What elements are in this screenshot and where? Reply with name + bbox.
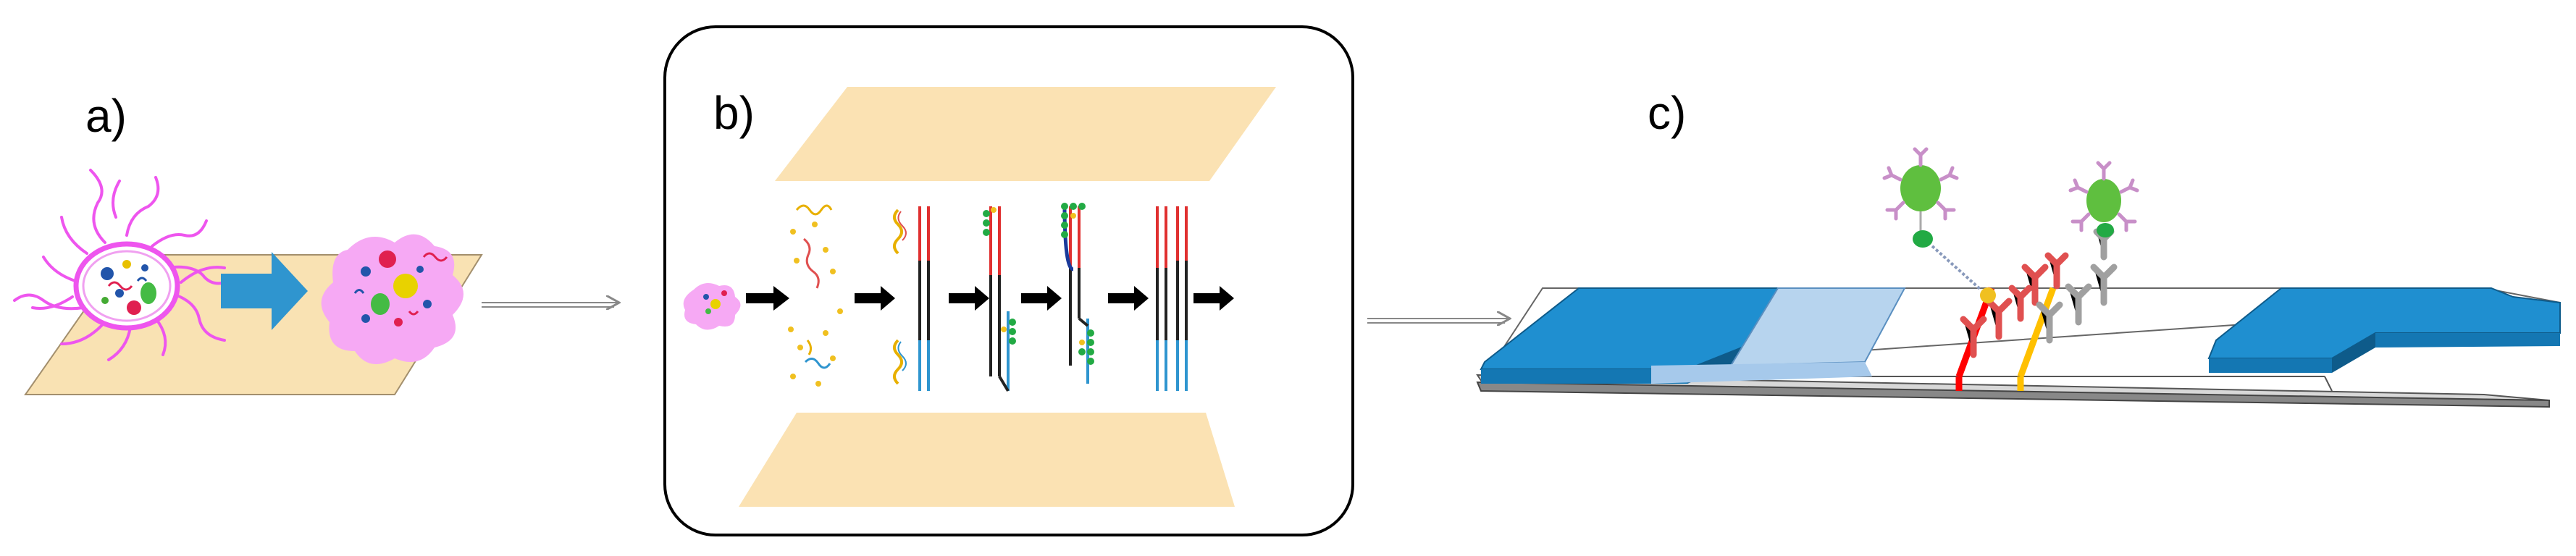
slide-top [775,87,1276,181]
step-arrow-1 [746,286,789,311]
step-arrow-4 [1021,286,1062,311]
panel-a: a) [13,90,483,395]
panel-a-label: a) [85,90,127,142]
target-molecule [1980,287,1996,303]
lysis-arrow-icon [221,252,308,330]
nanoparticle-icon [1882,147,1982,291]
released-dna-icon [788,204,843,387]
small-lysate-icon [683,283,741,330]
control-line [2017,287,2057,378]
step-arrow-6 [1193,286,1234,311]
step-arrow-5 [1108,286,1149,311]
panel-b: b) [663,25,1354,536]
step-arrow-2 [855,286,895,311]
lateral-flow-strip [1476,287,2561,408]
lysate-icon [321,234,463,364]
panel-c: c) [1476,87,2561,408]
panel-c-label: c) [1648,87,1686,139]
step-arrow-3 [949,286,989,311]
slide-bottom [739,413,1235,507]
panel-b-label: b) [713,87,755,139]
antibody-icon [1960,228,2118,358]
dna-duplex-1 [918,206,930,391]
primer-step [893,208,907,385]
bacterium-icon [13,169,237,361]
dna-amplification-steps [983,203,1188,392]
step-arrows [746,286,1234,311]
nanoparticle-icon-2 [2068,161,2139,237]
